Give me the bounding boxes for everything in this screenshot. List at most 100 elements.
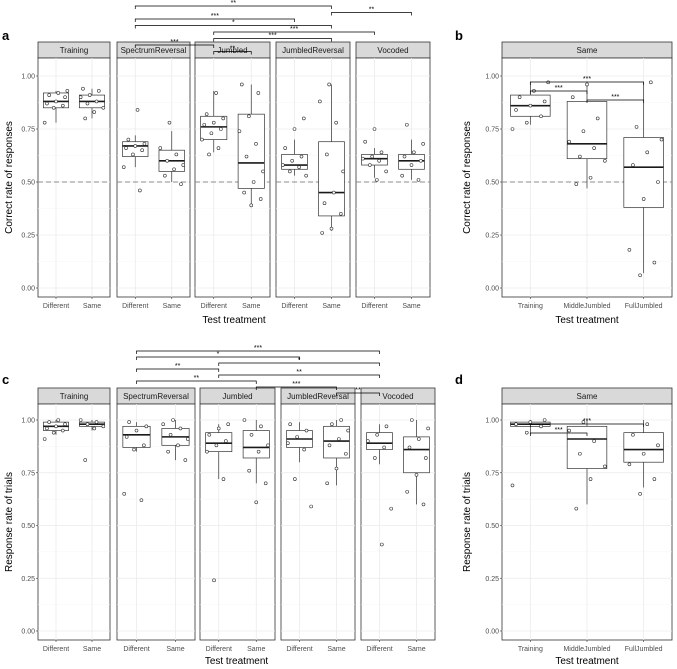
data-point	[293, 477, 297, 481]
data-point	[81, 86, 85, 91]
data-point	[638, 273, 642, 278]
data-point	[659, 137, 664, 142]
x-tick-label: Same	[327, 646, 345, 653]
data-point	[578, 154, 582, 159]
box	[623, 432, 664, 463]
bracket-line	[136, 356, 300, 360]
facet-title: SpectrumReversal	[121, 46, 187, 55]
data-point	[528, 103, 533, 108]
box	[200, 115, 228, 140]
data-point	[166, 449, 170, 454]
y-tick-label: 0.75	[21, 127, 35, 134]
data-point	[379, 150, 384, 155]
data-point	[221, 116, 225, 121]
facet-plot-area	[355, 57, 431, 298]
data-point	[205, 449, 209, 454]
data-point	[242, 190, 246, 195]
data-point	[221, 477, 226, 481]
y-tick-label: 0.75	[485, 127, 499, 134]
box-group: Same	[403, 418, 430, 653]
x-tick-label: MiddleJumbled	[563, 303, 610, 310]
data-point	[121, 165, 126, 169]
data-point	[417, 437, 421, 441]
data-point	[209, 131, 214, 136]
x-tick-label: Same	[166, 646, 184, 653]
data-point	[47, 420, 51, 424]
data-point	[334, 120, 338, 125]
data-point	[361, 156, 365, 161]
significance-bracket: ***	[529, 76, 645, 85]
y-tick-label: 0.25	[21, 233, 35, 240]
significance-bracket: **	[134, 0, 332, 9]
facet-title: Same	[577, 46, 598, 55]
significance-label: *	[217, 351, 220, 358]
y-tick-label: 1.00	[485, 418, 499, 425]
data-point	[329, 226, 334, 231]
data-point	[216, 426, 221, 431]
significance-bracket: **	[336, 387, 380, 396]
box-group: Different	[121, 108, 148, 310]
significance-label: ***	[555, 427, 563, 434]
x-tick-label: Same	[83, 303, 101, 310]
data-point	[174, 152, 179, 157]
x-tick-label: Same	[322, 303, 340, 310]
data-point	[139, 498, 144, 502]
data-point	[407, 445, 412, 450]
bracket-line	[336, 392, 380, 396]
data-point	[288, 422, 292, 427]
bracket-line	[529, 423, 645, 427]
significance-label: **	[355, 387, 361, 394]
data-point	[421, 142, 425, 146]
data-point	[142, 443, 146, 448]
data-point	[567, 428, 571, 433]
facet-title: JumbledReversal	[287, 392, 349, 401]
significance-bracket: ***	[586, 94, 645, 103]
box	[366, 432, 393, 450]
significance-label: ***	[583, 418, 591, 425]
box	[122, 425, 151, 448]
data-point	[290, 159, 294, 163]
data-point	[51, 430, 56, 435]
significance-label: *	[298, 357, 301, 364]
data-point	[578, 451, 582, 456]
y-tick-label: 1.00	[21, 418, 35, 425]
data-point	[51, 106, 56, 110]
data-point	[226, 422, 230, 427]
data-point	[78, 418, 83, 422]
significance-bracket: ***	[134, 13, 295, 22]
panel-letter: d	[455, 372, 463, 387]
data-point	[258, 197, 263, 201]
data-point	[339, 418, 343, 422]
data-point	[247, 468, 251, 473]
data-point	[400, 173, 404, 178]
significance-bracket: ***	[213, 33, 332, 42]
data-point	[163, 173, 167, 178]
data-point	[581, 129, 586, 133]
data-point	[161, 422, 166, 427]
data-point	[514, 108, 518, 112]
significance-label: ***	[170, 39, 178, 46]
data-point	[389, 506, 393, 511]
data-point	[539, 114, 543, 119]
data-point	[61, 428, 65, 433]
data-point	[542, 418, 547, 422]
data-point	[185, 437, 190, 441]
data-point	[94, 99, 99, 104]
data-point	[142, 142, 147, 146]
x-tick-label: Different	[122, 303, 148, 310]
data-point	[402, 154, 407, 159]
data-point	[627, 248, 632, 252]
data-point	[380, 542, 384, 547]
data-point	[167, 120, 172, 125]
significance-bracket: **	[136, 375, 257, 384]
y-tick-label: 0.50	[21, 523, 35, 530]
data-point	[237, 129, 242, 133]
data-point	[183, 458, 188, 462]
y-tick-label: 0.75	[485, 470, 499, 477]
